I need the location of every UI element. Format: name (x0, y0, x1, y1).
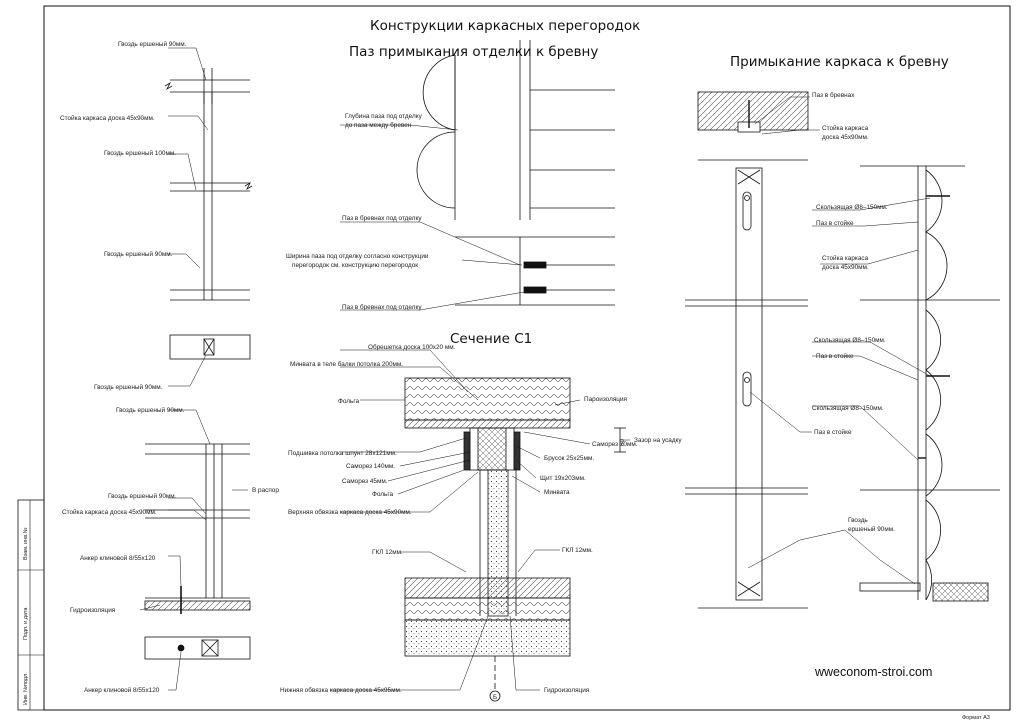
sheet-border (43, 5, 1011, 711)
label-groove-stud3: Паз в стойке (814, 428, 852, 436)
section-leaders (330, 349, 630, 691)
website-url: wweconom-stroi.com (814, 665, 932, 679)
label-hydro-section: Гидроизоляция (544, 687, 590, 694)
dim-80: 80 (619, 438, 626, 446)
label-screw140: Саморез 140мм. (346, 463, 395, 470)
label-groove1: Паз в бревнах под отделку (342, 214, 422, 222)
label-groove-stud2: Паз в стойке (816, 352, 854, 360)
stamp-inv: Инв. №подл. (23, 672, 29, 705)
label-sliding1: Скользящая Ø8–150мм. (816, 204, 888, 211)
label-foil: Фольга (338, 398, 360, 405)
label-hydro-left: Гидроизоляция (70, 607, 116, 614)
label-gkl-left: ГКЛ 12мм. (372, 549, 403, 556)
left-leaders (139, 47, 248, 691)
groove-detail (416, 40, 615, 306)
stamp-vzam: Взам. инв.№ (23, 527, 29, 560)
label-bottom-plate: Нижняя обвязка каркаса доска 45х95мм. (280, 686, 402, 694)
label-stud: Стойка каркаса (822, 124, 869, 132)
frame-leaders (747, 96, 931, 585)
label-screw45: Саморез 45мм. (342, 478, 388, 485)
label-depth2: до паза между бревен (345, 121, 412, 129)
format-label: Формат А3 (962, 715, 990, 721)
label-width1: Ширина паза под отделку согласно констру… (286, 253, 429, 260)
label-stud-b2: доска 45х90мм. (822, 264, 869, 271)
label-nail90-c: Гвоздь ершеный 90мм. (108, 492, 177, 500)
label-ceiling: Подшивка потолка шпунт 28х121мм. (288, 450, 397, 457)
label-top-plate: Верхняя обвязка каркаса доска 45х90мм. (288, 508, 412, 516)
label-stud-45x90: Стойка каркаса доска 45х90мм. (60, 114, 155, 122)
label-groove-stud1: Паз в стойке (816, 219, 854, 227)
axis-b: Б (493, 694, 497, 701)
label-sliding2: Скользящая Ø8–150мм. (814, 337, 886, 344)
label-nail2: ершеный 90мм. (848, 525, 895, 533)
stamp-column: Взам. инв.№ Подп. и дата Инв. №подл. (17, 499, 45, 711)
label-minvata: Минвата (544, 489, 570, 496)
label-stud-45x90-b: Стойка каркаса доска 45х90мм. (62, 508, 157, 516)
label-stud-b: Стойка каркаса (822, 254, 869, 262)
section-title: Сечение С1 (450, 331, 532, 347)
label-shield: Щит 19х203мм. (540, 475, 586, 482)
label-anchor: Анкер клиновой 8/55х120 (80, 554, 156, 562)
left-partition-details (144, 68, 253, 660)
label-bar: Брусок 25х25мм. (544, 455, 594, 462)
groove-title: Паз примыкания отделки к бревну (349, 44, 598, 60)
label-vapor: Пароизоляция (584, 396, 628, 403)
label-foil2: Фольга (372, 491, 394, 498)
label-nail: Гвоздь (848, 517, 868, 524)
section-c1 (404, 377, 626, 702)
label-nail90-mid: Гвоздь ершеный 90мм. (104, 250, 173, 258)
label-v-rastor: В распор (252, 487, 279, 494)
label-groove-top: Паз в бревнах (812, 91, 855, 99)
label-width2: перегородок см. конструкцию перегородок (292, 262, 418, 269)
stamp-sign: Подп. и дата (23, 607, 29, 640)
label-nail90-low: Гвоздь ершеный 90мм. (94, 383, 163, 391)
label-screw70: Саморез 70мм. (592, 441, 638, 448)
label-mineral: Минвата в теле балки потолка 200мм. (290, 360, 403, 368)
label-gap: Зазор на усадку (634, 437, 682, 444)
label-sliding3: Скользящая Ø8–150мм. (812, 405, 884, 412)
label-nail90-top: Гвоздь ершеный 90мм. (118, 40, 187, 48)
frame-to-log-detail (685, 91, 1000, 609)
groove-leaders (340, 124, 525, 311)
label-sheathing: Обрешетка доска 100х20 мм. (368, 343, 456, 351)
label-stud2: доска 45х90мм. (822, 134, 869, 141)
label-nail90-b: Гвоздь ершеный 90мм. (116, 406, 185, 414)
label-depth: Глубина паза под отделку (345, 112, 423, 120)
label-nail100: Гвоздь ершеный 100мм. (104, 149, 176, 157)
frame-title: Примыкание каркаса к бревну (730, 54, 949, 70)
label-groove2: Паз в бревнах под отделку (342, 303, 422, 311)
main-title: Конструкции каркасных перегородок (370, 18, 640, 34)
label-anchor-b: Анкер клиновой 8/55х120 (84, 686, 160, 694)
label-gkl-right: ГКЛ 12мм. (562, 547, 593, 554)
